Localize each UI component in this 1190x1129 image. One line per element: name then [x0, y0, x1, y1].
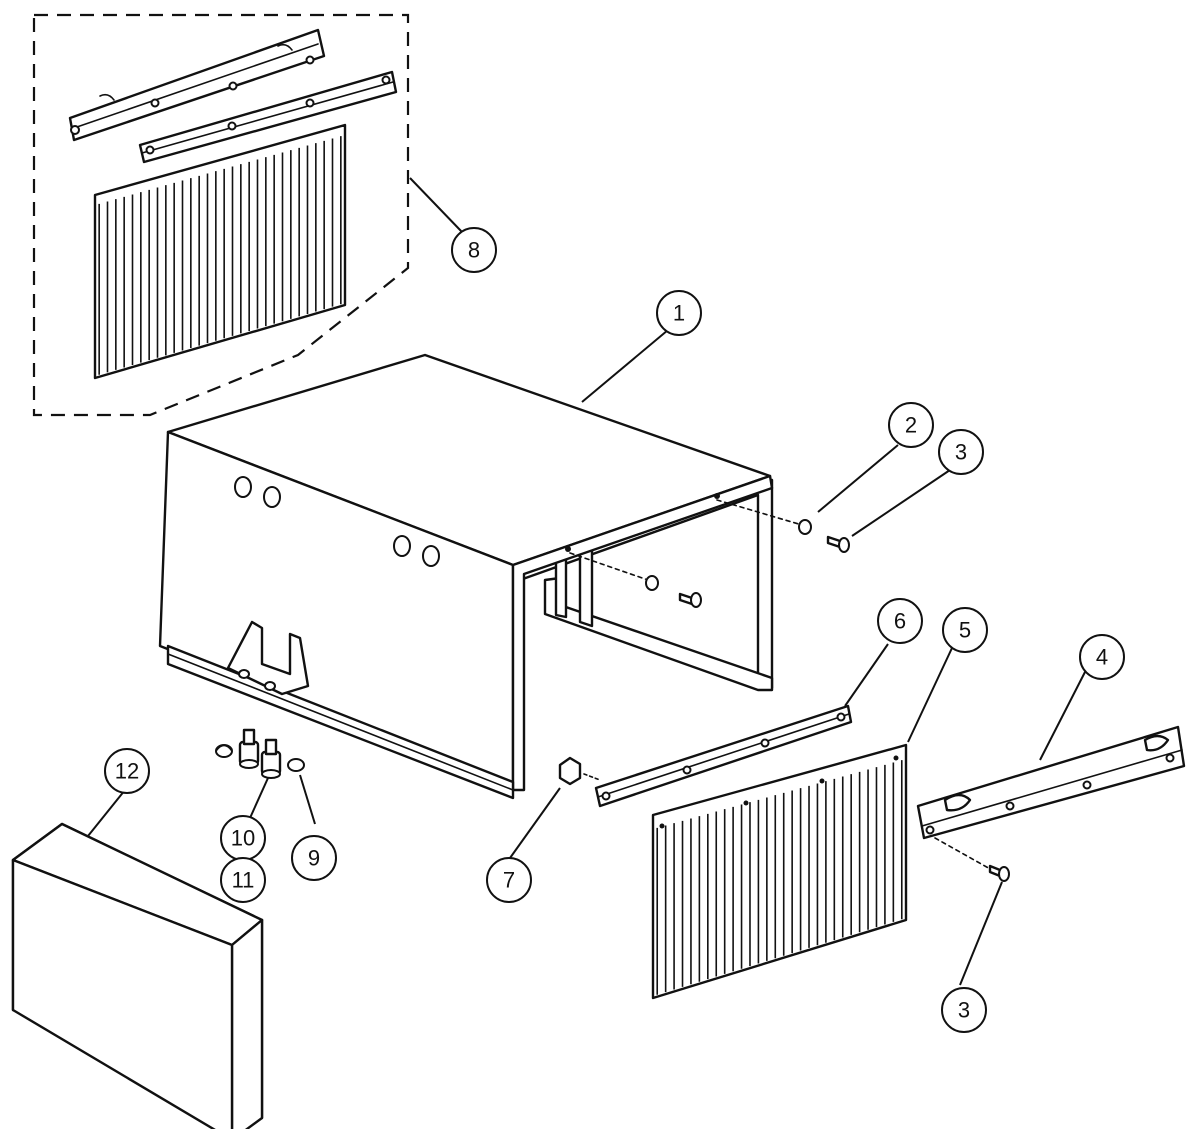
callout-12: 12 [104, 748, 150, 794]
callout-9: 9 [291, 835, 337, 881]
washer-9b [287, 758, 305, 772]
enclosure-mounting-bracket [226, 620, 310, 696]
callout-4: 4 [1079, 634, 1125, 680]
svg-text:3: 3 [958, 998, 970, 1023]
detail-lower-rail [138, 70, 398, 164]
detail-boundary [32, 13, 410, 417]
detail-upper-rail [68, 28, 326, 142]
enclosure-knockouts [234, 476, 440, 567]
detail-fins [98, 136, 342, 375]
svg-text:9: 9 [308, 846, 320, 871]
svg-text:1: 1 [673, 301, 685, 326]
callout-8: 8 [451, 227, 497, 273]
svg-text:11: 11 [232, 868, 255, 893]
callout-11: 11 [220, 857, 266, 903]
callout-7: 7 [486, 857, 532, 903]
callout-balloons: 1 2 3 3 4 5 6 7 8 9 10 11 12 [104, 227, 1125, 1033]
svg-text:8: 8 [468, 238, 480, 263]
callout-3-lower: 3 [941, 987, 987, 1033]
finned-panel-5 [651, 743, 908, 1000]
washer-2 [798, 519, 812, 535]
svg-text:5: 5 [959, 618, 971, 643]
detail-view-8 [32, 13, 410, 417]
panel-fins [656, 760, 903, 995]
svg-text:6: 6 [894, 609, 906, 634]
rail-4 [916, 725, 1186, 882]
svg-text:4: 4 [1096, 645, 1108, 670]
front-panel-12 [11, 822, 264, 1129]
rail-6 [594, 704, 853, 808]
svg-text:3: 3 [955, 440, 967, 465]
enclosure-1 [158, 353, 774, 800]
callout-2: 2 [888, 402, 934, 448]
fastener-set-upper [716, 499, 850, 553]
callout-6: 6 [877, 598, 923, 644]
svg-text:12: 12 [115, 759, 139, 784]
washer-9a [215, 744, 233, 758]
svg-text:7: 7 [503, 868, 515, 893]
feet-assembly [215, 728, 305, 779]
callout-1: 1 [656, 290, 702, 336]
fastener-set-lower [569, 552, 702, 608]
callout-5: 5 [942, 607, 988, 653]
svg-text:10: 10 [231, 826, 255, 851]
nut-7 [558, 756, 601, 786]
callout-10: 10 [220, 815, 266, 861]
leader-lines [87, 177, 1086, 986]
callout-3-upper: 3 [938, 429, 984, 475]
detail-finned-panel [93, 123, 347, 380]
svg-text:2: 2 [905, 413, 917, 438]
